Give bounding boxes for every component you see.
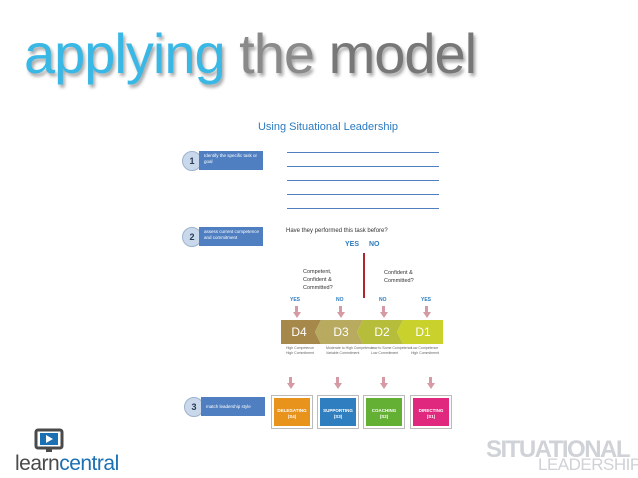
note-line xyxy=(287,194,439,195)
branch-label: YES xyxy=(421,297,432,303)
step-1: 1 Identify the specific task or goal xyxy=(182,151,266,171)
down-arrow-icon xyxy=(380,377,388,389)
down-arrow-icon xyxy=(423,306,431,318)
branch-label: NO xyxy=(336,297,344,303)
page-title: applying the model xyxy=(24,22,478,85)
learncentral-logo: learncentral xyxy=(15,452,119,475)
development-levels-graphic xyxy=(281,320,443,344)
branch-label: YES xyxy=(290,297,301,303)
step-2: 2 assess current competence and commitme… xyxy=(182,227,266,247)
down-arrow-icon xyxy=(293,306,301,318)
yes-label: YES xyxy=(345,241,360,248)
style-directing: DIRECTING (S1) xyxy=(411,396,451,428)
level-description: Low Competence High Commitment xyxy=(411,346,440,355)
divider-line xyxy=(363,253,365,298)
level-d3: D3 xyxy=(333,325,349,339)
note-line xyxy=(287,166,439,167)
right-question: Confident & Committed? xyxy=(384,270,414,284)
no-label: NO xyxy=(369,241,380,248)
title-word-applying: applying xyxy=(24,22,226,85)
slide-subtitle: Using Situational Leadership xyxy=(257,121,399,133)
title-word-the: the xyxy=(239,22,315,85)
level-d2: D2 xyxy=(374,325,390,339)
left-question: Competent, Confident & Committed? xyxy=(303,269,333,291)
watermark-situational: SITUATIONAL xyxy=(486,436,631,463)
down-arrow-icon xyxy=(337,306,345,318)
branch-label: NO xyxy=(379,297,387,303)
down-arrow-icon xyxy=(380,306,388,318)
step-label: match leadership style xyxy=(201,397,265,416)
watermark-leadership: LEADERSHIP xyxy=(538,455,638,474)
question-text: Have they performed this task before? xyxy=(286,228,388,234)
level-description: High Competence High Commitment xyxy=(286,346,315,355)
level-description: Low to Some Competence Low Commitment xyxy=(371,346,413,355)
play-screen-icon xyxy=(34,428,64,452)
down-arrow-icon xyxy=(427,377,435,389)
style-delegating: DELEGATING (S4) xyxy=(272,396,312,428)
note-line xyxy=(287,208,439,209)
down-arrow-icon xyxy=(287,377,295,389)
development-levels-strip: D4 D3 D2 D1 xyxy=(281,320,443,344)
step-3: 3 match leadership style xyxy=(184,397,268,417)
note-line xyxy=(287,152,439,153)
level-description: Moderate to High Competence Variable Com… xyxy=(326,346,374,355)
step-label: Identify the specific task or goal xyxy=(199,151,263,170)
step-label: assess current competence and commitment xyxy=(199,227,263,246)
title-word-model: model xyxy=(328,22,478,85)
style-supporting: SUPPORTING (S3) xyxy=(318,396,358,428)
level-d4: D4 xyxy=(291,325,307,339)
note-line xyxy=(287,180,439,181)
down-arrow-icon xyxy=(334,377,342,389)
style-coaching: COACHING (S2) xyxy=(364,396,404,428)
level-d1: D1 xyxy=(415,325,431,339)
